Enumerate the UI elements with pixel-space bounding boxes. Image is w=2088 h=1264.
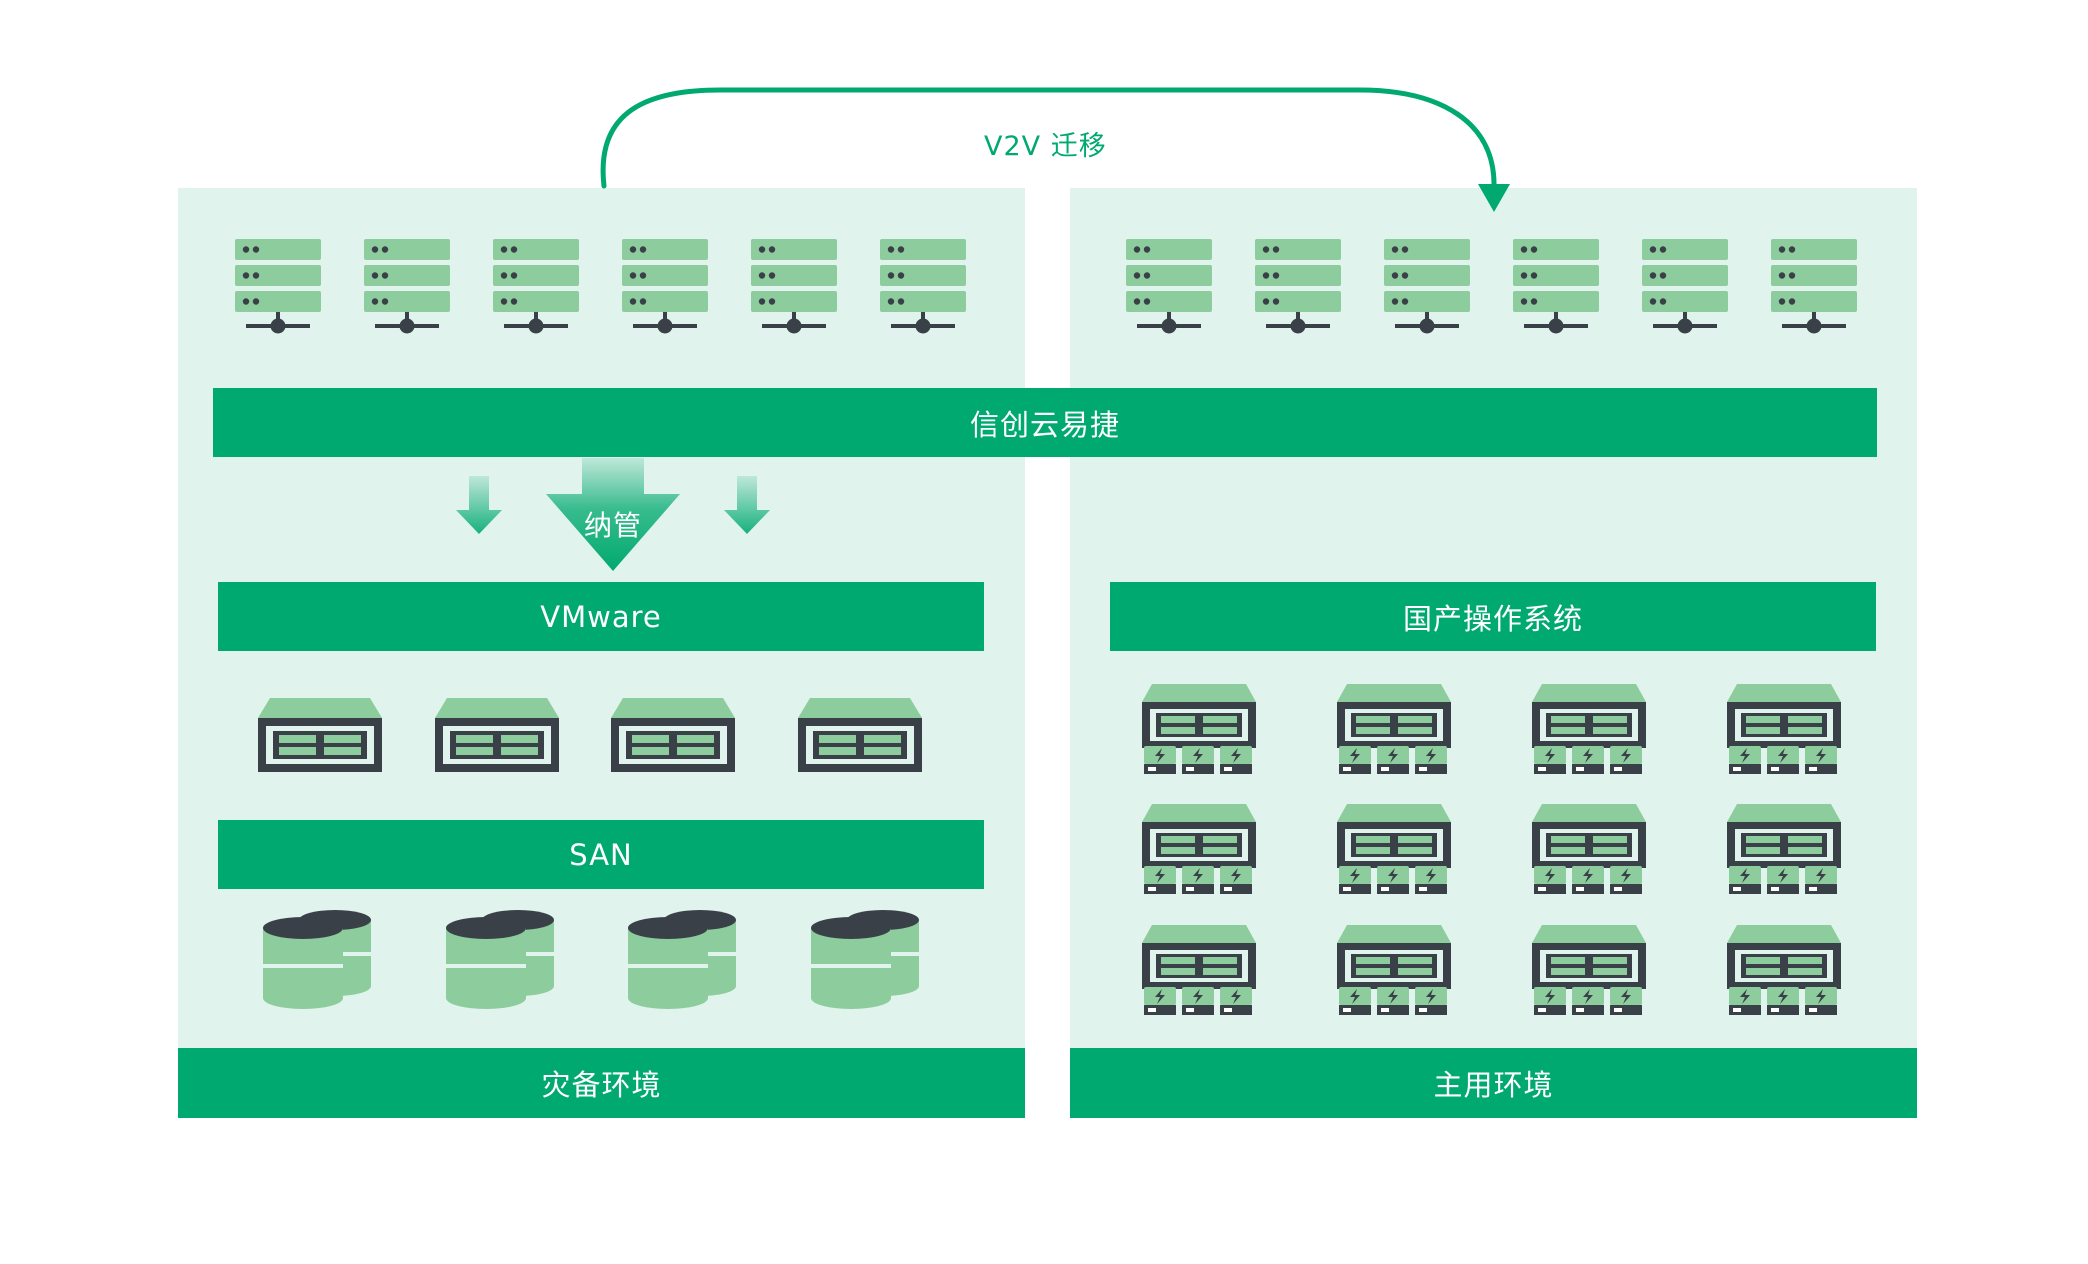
disaster-recovery-env-bar: 灾备环境 [178, 1048, 1025, 1118]
host-server-icon [435, 698, 559, 772]
primary-env-bar: 主用环境 [1070, 1048, 1917, 1118]
storage-disk-icon [628, 910, 736, 1009]
power-server-icon [1142, 925, 1256, 1015]
power-server-icon [1337, 804, 1451, 894]
rack-server-icon [1384, 239, 1470, 334]
storage-disk-icon [263, 910, 371, 1009]
host-server-icon [798, 698, 922, 772]
host-server-icon [258, 698, 382, 772]
rack-server-icon [751, 239, 837, 334]
rack-server-icon [880, 239, 966, 334]
down-arrow-icon [546, 458, 680, 571]
down-arrow-icon [724, 476, 770, 534]
power-server-icon [1727, 684, 1841, 774]
arrow-head-icon [1478, 184, 1510, 212]
rack-server-icon [1255, 239, 1341, 334]
down-arrow-icon [456, 476, 502, 534]
rack-server-icon [1642, 239, 1728, 334]
rack-server-icon [1513, 239, 1599, 334]
power-server-icon [1532, 804, 1646, 894]
host-server-icon [611, 698, 735, 772]
storage-disk-icon [446, 910, 554, 1009]
san-bar: SAN [218, 820, 984, 889]
power-server-icon [1337, 925, 1451, 1015]
power-server-icon [1727, 925, 1841, 1015]
power-server-icon [1142, 684, 1256, 774]
rack-server-icon [1126, 239, 1212, 334]
rack-server-icon [235, 239, 321, 334]
platform-bar: 信创云易捷 [213, 388, 1877, 457]
os-bar: 国产操作系统 [1110, 582, 1876, 651]
rack-server-icon [622, 239, 708, 334]
rack-server-icon [364, 239, 450, 334]
rack-server-icon [1771, 239, 1857, 334]
manage-label: 纳管 [584, 509, 643, 542]
power-server-icon [1337, 684, 1451, 774]
rack-server-icon [493, 239, 579, 334]
migration-label: V2V 迁移 [984, 131, 1107, 162]
power-server-icon [1142, 804, 1256, 894]
storage-disk-icon [811, 910, 919, 1009]
power-server-icon [1532, 925, 1646, 1015]
power-server-icon [1727, 804, 1841, 894]
vmware-bar: VMware [218, 582, 984, 651]
power-server-icon [1532, 684, 1646, 774]
